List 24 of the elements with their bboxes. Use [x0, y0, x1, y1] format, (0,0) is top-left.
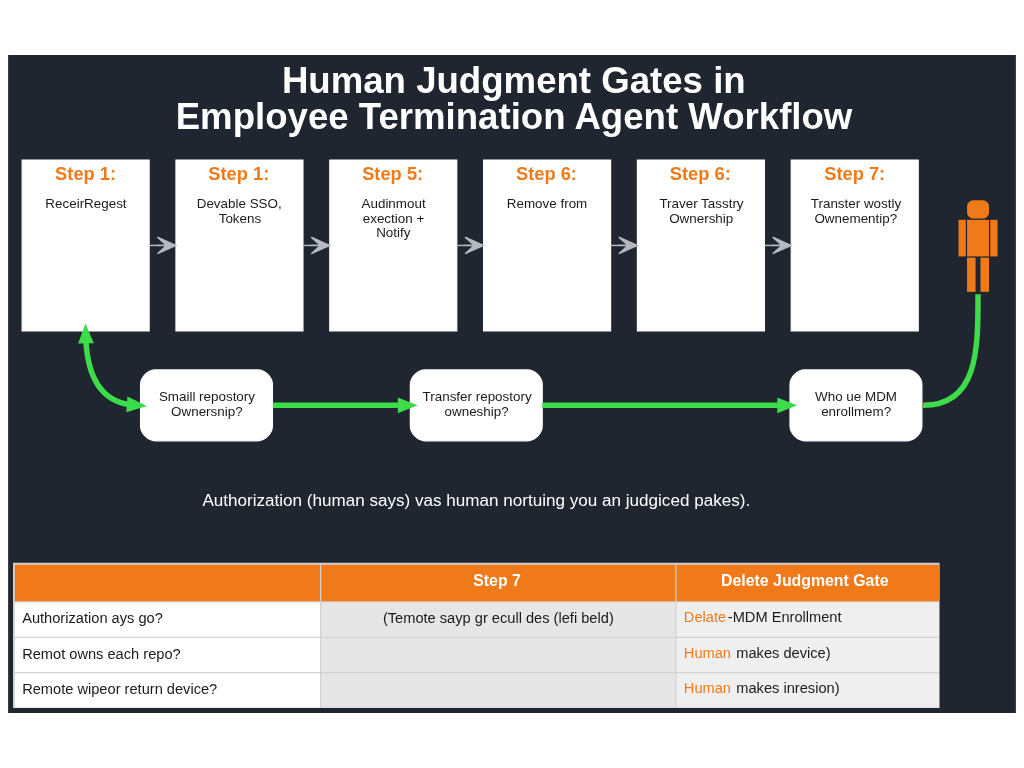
label: Human makes device)	[683, 644, 831, 661]
node-box: Transfer repostory owneship?	[409, 369, 543, 442]
label: Delete Judgment Gate	[721, 571, 889, 589]
arrow	[78, 323, 147, 413]
arrow	[272, 397, 418, 414]
diagram-title: Human Judgment Gates in Employee Termination Agent Workflow	[175, 59, 853, 138]
node-box: Step 6: Remove from	[483, 159, 612, 332]
label: Remot owns each repo?	[22, 645, 181, 662]
arrow	[542, 397, 798, 414]
label: Remote wipeor return device?	[22, 681, 218, 698]
node-box: Step 1: ReceirRegest	[21, 159, 150, 332]
node-box: Who ue MDM enrollmem?	[789, 369, 923, 442]
label: Delate-MDM Enrollment	[683, 609, 842, 626]
label: Authorization (human says) vas human nortuing you an judgiced pakes).	[202, 491, 751, 511]
node-box: Step 7: Transter wostly Ownementip?	[790, 159, 919, 332]
label: (Temote sayp gr ecull des (lefi beld)	[382, 610, 614, 627]
connector	[922, 294, 981, 409]
label: Step 7	[473, 571, 521, 589]
node-box: Step 1: Devable SSO, Tokens	[175, 159, 304, 332]
label: Human makes inresion)	[683, 679, 840, 696]
node-box: Smaill repostory Ownersnip?	[139, 369, 274, 442]
label: Authorization ays go?	[22, 610, 163, 627]
node-box: Step 5: Audinmout exection + Notify	[329, 159, 458, 332]
node-box: Step 6: Traver Tasstry Ownership	[636, 159, 765, 332]
